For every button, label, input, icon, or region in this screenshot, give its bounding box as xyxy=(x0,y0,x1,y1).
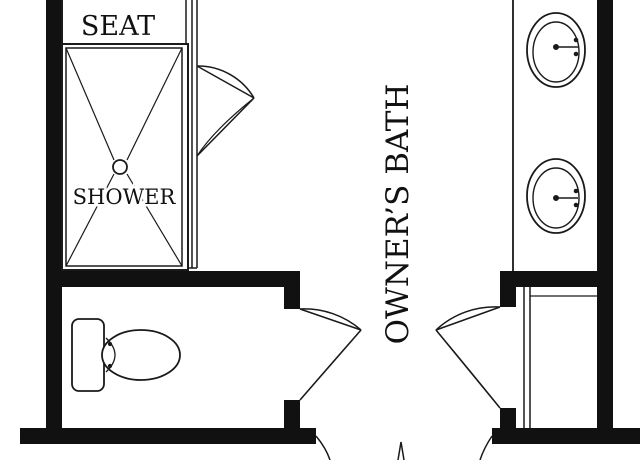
entry-door-swing xyxy=(315,435,493,460)
shower-partition xyxy=(185,0,198,269)
toilet-door-jamb-top xyxy=(284,271,300,309)
left-outer-wall xyxy=(46,0,62,432)
vanity xyxy=(512,0,586,271)
closet xyxy=(523,287,597,428)
closet-door-swing xyxy=(435,306,501,409)
toilet-door-jamb-bottom xyxy=(284,400,300,432)
shower-drain-icon xyxy=(112,159,128,175)
shower-slope-line xyxy=(126,47,183,161)
toilet-bowl xyxy=(101,329,181,381)
shower xyxy=(61,0,189,271)
closet-top-wall xyxy=(500,271,613,287)
shower-door-swing xyxy=(196,65,255,157)
room-title: OWNER’S BATH xyxy=(380,84,416,345)
toilet-tank xyxy=(71,318,105,392)
shower-slope-line xyxy=(65,173,115,267)
sink-icon xyxy=(526,12,586,88)
toilet-icon xyxy=(71,318,181,392)
shower-slope-line xyxy=(126,173,183,267)
shower-inner xyxy=(65,47,183,267)
bottom-wall-right xyxy=(492,428,640,444)
walls xyxy=(20,0,640,444)
right-outer-wall xyxy=(597,0,613,432)
bottom-wall-left xyxy=(20,428,316,444)
shower-label: SHOWER xyxy=(73,185,177,209)
closet-door-jamb-bottom xyxy=(500,408,516,432)
sink-icon xyxy=(526,158,586,234)
shower-slope-line xyxy=(65,47,115,161)
toilet-room-top-wall xyxy=(46,271,300,287)
shower-outer xyxy=(61,43,189,271)
closet-door-jamb-top xyxy=(500,271,516,307)
toilet-door-swing xyxy=(299,308,362,401)
seat-label: SEAT xyxy=(81,11,155,42)
